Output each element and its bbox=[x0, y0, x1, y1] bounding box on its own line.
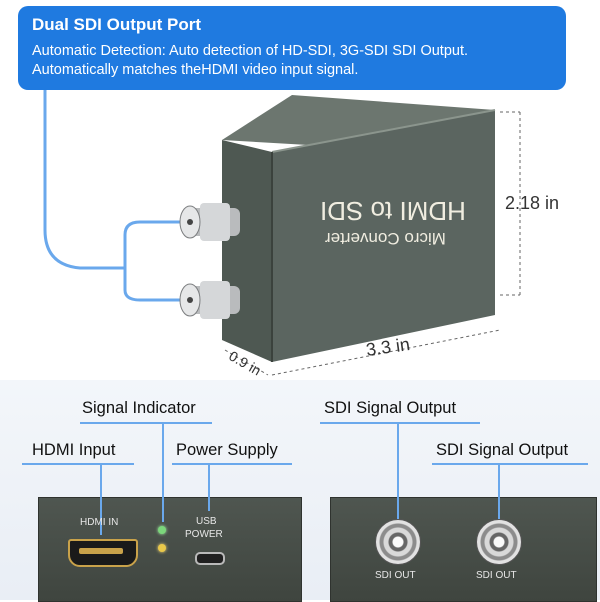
sdi-out-label-1: SDI OUT bbox=[375, 570, 416, 581]
leader-sdi-2 bbox=[498, 463, 500, 519]
leader-hdmi bbox=[100, 463, 102, 535]
converter-device bbox=[222, 95, 496, 362]
product-illustration bbox=[43, 90, 521, 376]
callout-desc-line-1: Automatic Detection: Auto detection of H… bbox=[32, 43, 468, 59]
callout-leader-line bbox=[43, 90, 190, 302]
label-sdi-output-1: SDI Signal Output bbox=[324, 399, 457, 417]
underline-signal bbox=[80, 422, 212, 424]
bnc-connector-bottom bbox=[179, 281, 240, 319]
signal-led-green-icon bbox=[158, 526, 166, 534]
device-front-face bbox=[222, 140, 272, 362]
underline-power bbox=[172, 463, 292, 465]
underline-hdmi bbox=[22, 463, 134, 465]
dimension-lines bbox=[224, 111, 521, 376]
label-sdi-output-2: SDI Signal Output bbox=[436, 441, 569, 459]
sdi-out-port-1-icon bbox=[375, 519, 421, 565]
sdi-out-port-2-icon bbox=[476, 519, 522, 565]
label-power-supply: Power Supply bbox=[176, 441, 278, 459]
underline-sdi-2 bbox=[432, 463, 588, 465]
right-port-panel bbox=[330, 497, 597, 602]
device-side-face bbox=[272, 110, 495, 362]
label-hdmi-input: HDMI Input bbox=[32, 441, 116, 459]
signal-led-yellow-icon bbox=[158, 544, 166, 552]
leader-power bbox=[208, 463, 210, 511]
label-signal-indicator: Signal Indicator bbox=[82, 399, 196, 417]
sdi-out-label-2: SDI OUT bbox=[476, 570, 517, 581]
callout-desc-line-2: Automatically matches theHDMI video inpu… bbox=[32, 62, 359, 78]
leader-sdi-1 bbox=[397, 422, 399, 519]
bnc-connector-top bbox=[179, 203, 240, 241]
leader-signal bbox=[162, 422, 164, 522]
device-subtitle: Micro Converter bbox=[325, 229, 446, 248]
dimension-height: 2.18 in bbox=[505, 193, 560, 213]
usb-label: USB bbox=[196, 516, 217, 527]
hdmi-port-icon bbox=[68, 539, 138, 567]
feature-callout: Dual SDI Output Port Automatic Detection… bbox=[18, 6, 566, 90]
hdmi-in-label: HDMI IN bbox=[80, 517, 119, 528]
callout-title: Dual SDI Output Port bbox=[32, 15, 202, 34]
device-title: HDMI to SDI bbox=[320, 196, 466, 226]
power-label: POWER bbox=[185, 529, 223, 540]
underline-sdi-1 bbox=[320, 422, 480, 424]
callout-description: Automatic Detection: Auto detection of H… bbox=[32, 42, 552, 80]
usb-port-icon bbox=[195, 552, 225, 565]
